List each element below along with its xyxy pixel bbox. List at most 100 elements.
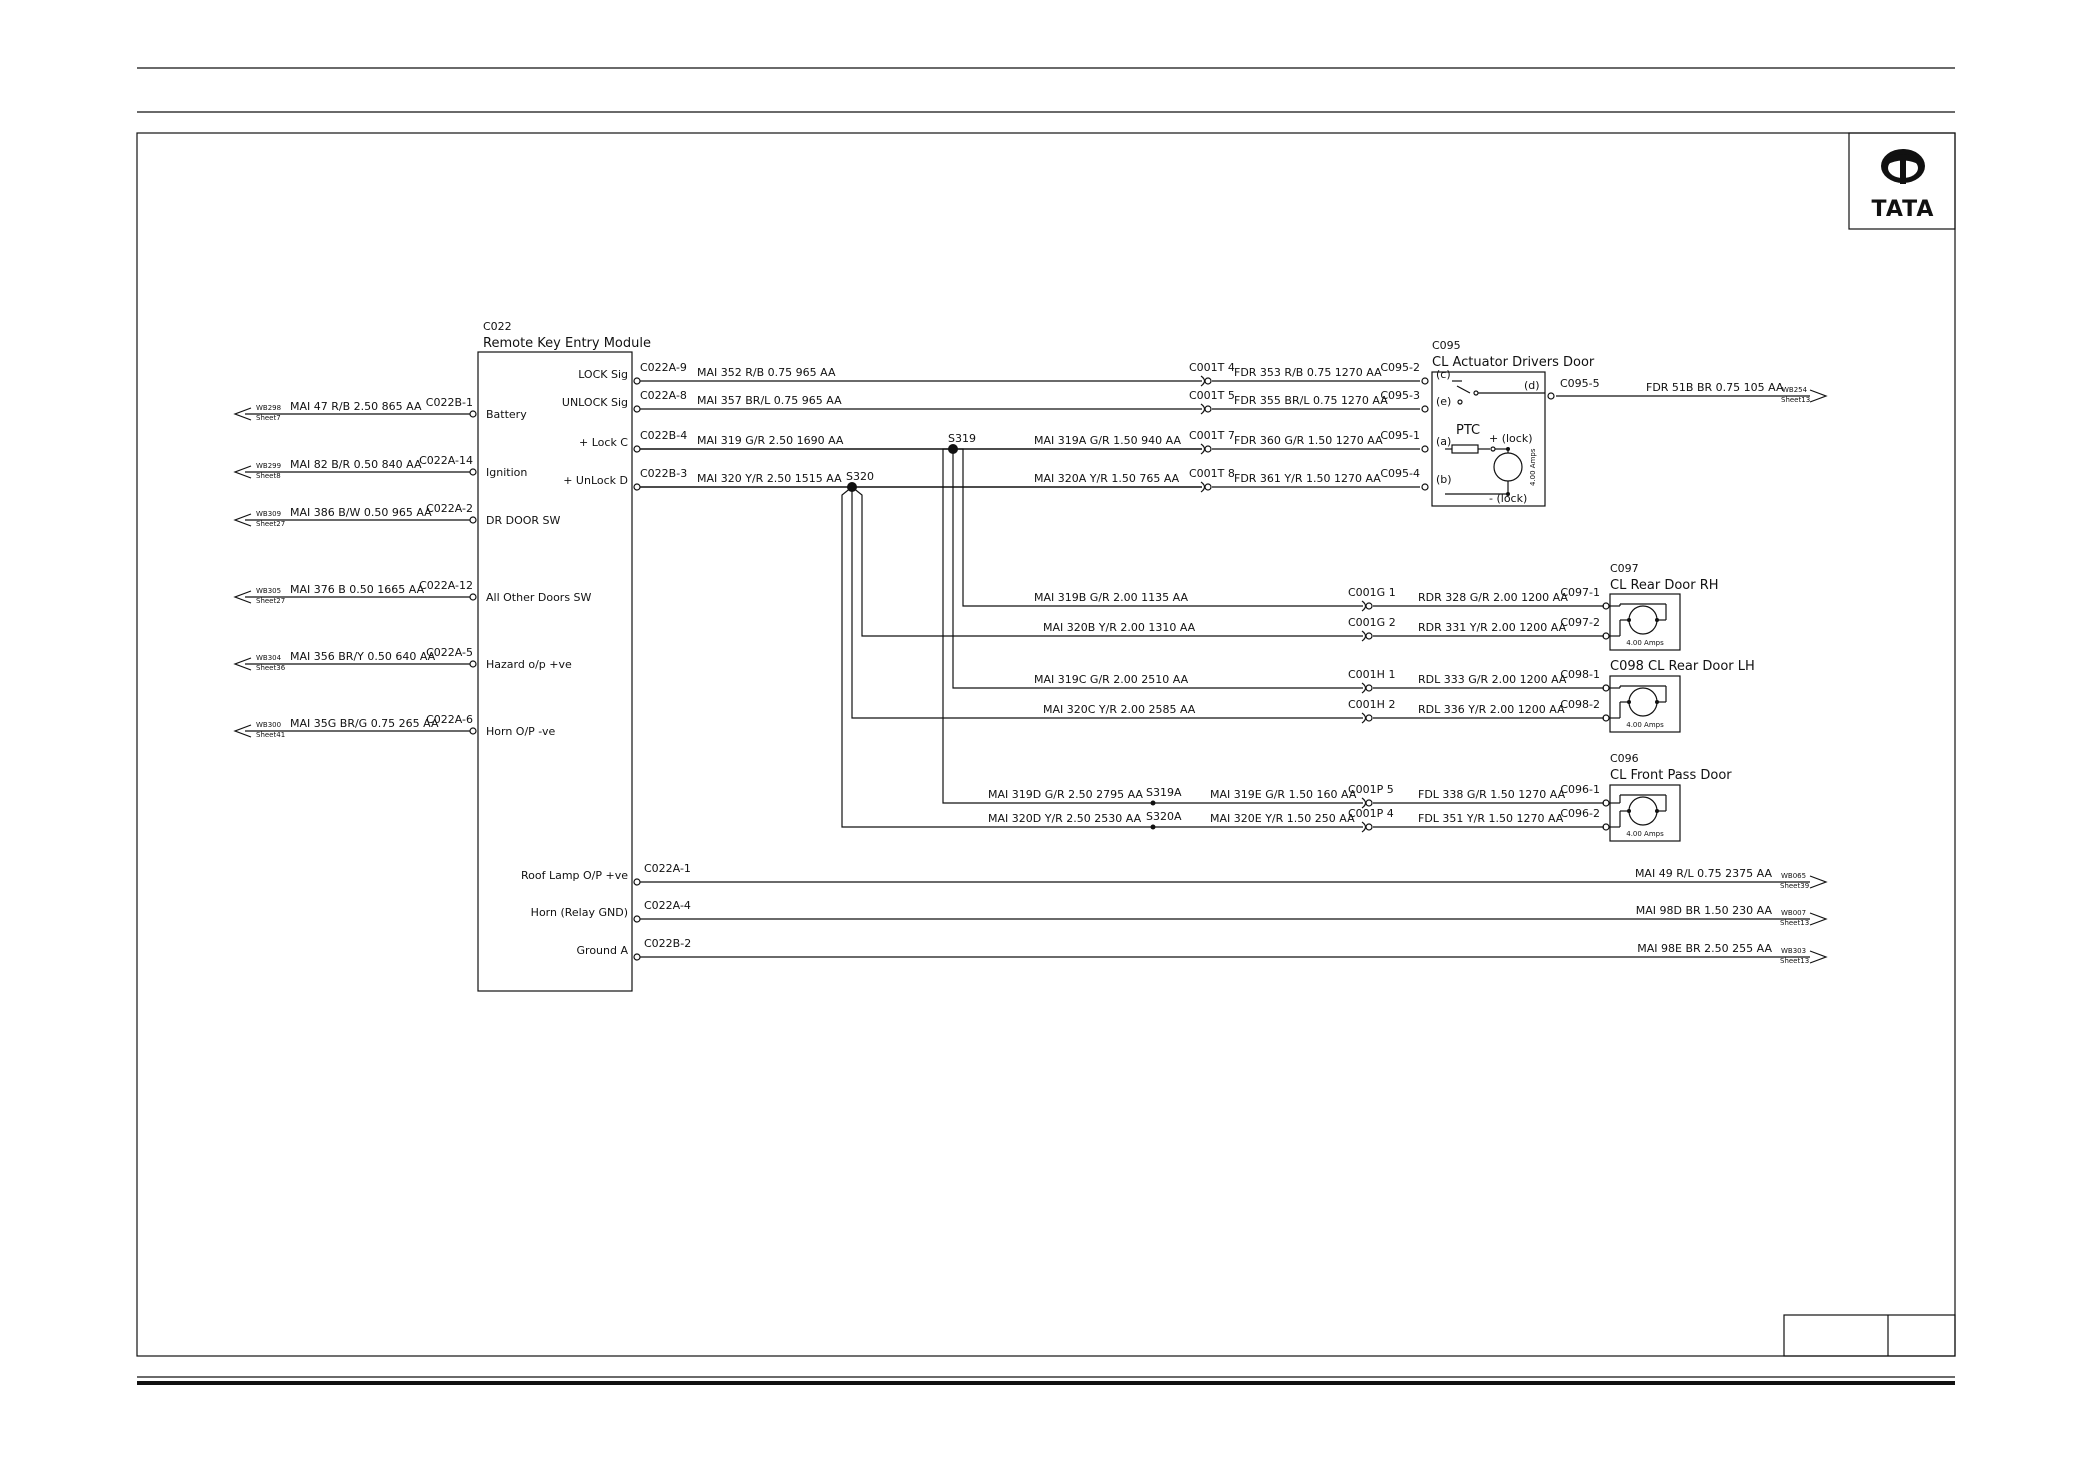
- left-wire-pin: [469, 660, 477, 668]
- driver-wire-door: FDR 353 R/B 0.75 1270 AA: [1234, 366, 1382, 379]
- left-wire-sheet: Sheet36: [256, 664, 286, 672]
- module-right-pin-dot: [633, 915, 641, 923]
- driver-wire-mid: MAI 320A Y/R 1.50 765 AA: [1034, 472, 1180, 485]
- rear-lh-inline-connector-icon: [1361, 712, 1373, 724]
- splice-s319a-dot: [1150, 800, 1156, 806]
- left-wire-ref: WB305: [256, 587, 281, 595]
- driver-wire-door: FDR 355 BR/L 0.75 1270 AA: [1234, 394, 1388, 407]
- left-wire-ref: WB309: [256, 510, 281, 518]
- actuator-driver-title: CL Actuator Drivers Door: [1432, 355, 1595, 370]
- left-wire-ref: WB300: [256, 721, 281, 729]
- module-right-pin-dot: [633, 483, 641, 491]
- splice-s320-label: S320: [846, 470, 874, 483]
- bottom-wire-spec: MAI 98D BR 1.50 230 AA: [1636, 904, 1773, 917]
- right-arrow-icon: [1809, 950, 1828, 964]
- module-right-pin-label: LOCK Sig: [578, 368, 628, 381]
- actuator-pin-b: (b): [1436, 473, 1452, 486]
- actuator-switch-icon: [1452, 380, 1545, 405]
- left-wire-sheet: Sheet7: [256, 414, 281, 422]
- driver-door-actuator: C095 CL Actuator Drivers Door (c) (e) (a…: [1431, 339, 1828, 507]
- front-pass-wire-dest: C096-1: [1560, 783, 1600, 796]
- left-arrow-icon: [233, 657, 252, 671]
- module-pin-label: Horn O/P -ve: [486, 725, 555, 738]
- driver-inline-connector-icon: [1200, 403, 1212, 415]
- module-right-pin-connector: C022A-9: [640, 361, 687, 374]
- splice-s319-label: S319: [948, 432, 976, 445]
- module-right-pin-dot: [633, 405, 641, 413]
- actuator-pin-d: (d): [1524, 379, 1540, 392]
- rear-rh-dest-pin: [1602, 632, 1610, 640]
- front-pass-amps: 4.00 Amps: [1626, 830, 1664, 838]
- rear-rh-inline-connector-icon: [1361, 630, 1373, 642]
- module-right-pin-connector: C022A-8: [640, 389, 687, 402]
- splice-s319a-label: S319A: [1146, 786, 1182, 799]
- tata-logo: TATA: [1848, 132, 1956, 230]
- rear-lh-wire-door: RDL 336 Y/R 2.00 1200 AA: [1418, 703, 1565, 716]
- bottom-wire-spec: MAI 98E BR 2.50 255 AA: [1637, 942, 1772, 955]
- driver-wire-main: MAI 319 G/R 2.50 1690 AA: [697, 434, 844, 447]
- splices: S319 S320 S319A S320A: [846, 432, 1182, 830]
- splice-s319-dot: [948, 444, 958, 454]
- tata-emblem-icon: [1881, 149, 1925, 184]
- rear-lh-wire-dest: C098-1: [1560, 668, 1600, 681]
- left-wire-ref: WB299: [256, 462, 281, 470]
- driver-wire-main: MAI 352 R/B 0.75 965 AA: [697, 366, 836, 379]
- splice-s320-dot: [847, 482, 857, 492]
- front-pass-dest-pin: [1602, 823, 1610, 831]
- actuator-lock-plus: + (lock): [1489, 432, 1533, 445]
- rear-rh-dest-pin: [1602, 602, 1610, 610]
- driver-wire-door: FDR 361 Y/R 1.50 1270 AA: [1234, 472, 1381, 485]
- module-id: C022: [483, 320, 512, 333]
- left-wire-ref: WB298: [256, 404, 281, 412]
- driver-inline-connector-icon: [1200, 443, 1212, 455]
- module-right-pin-1: LOCK Sig C022A-9: [578, 361, 687, 385]
- module-right-pin-connector: C022A-4: [644, 899, 691, 912]
- left-wire-pin: [469, 516, 477, 524]
- front-pass-title: CL Front Pass Door: [1610, 768, 1732, 783]
- front-pass-wire-connector: C001P 4: [1348, 807, 1394, 820]
- left-wire-spec: MAI 386 B/W 0.50 965 AA: [290, 506, 432, 519]
- left-wire-pin: [469, 410, 477, 418]
- bottom-wire-spec: MAI 49 R/L 0.75 2375 AA: [1635, 867, 1773, 880]
- actuator-out-pin: [1547, 392, 1555, 400]
- driver-inline-connector-icon: [1200, 481, 1212, 493]
- module-title: Remote Key Entry Module: [483, 336, 651, 351]
- left-wire-pin: [469, 468, 477, 476]
- splice-s320a-label: S320A: [1146, 810, 1182, 823]
- title-block: [1783, 1314, 1956, 1357]
- bottom-wire-sheet: Sheet13: [1780, 957, 1809, 965]
- left-wire-sheet: Sheet27: [256, 520, 285, 528]
- left-wire-connector: C022A-2: [426, 502, 473, 515]
- module-right-pin-connector: C022A-1: [644, 862, 691, 875]
- actuator-amps: 4.00 Amps: [1529, 448, 1537, 486]
- left-wire-spec: MAI 35G BR/G 0.75 265 AA: [290, 717, 439, 730]
- bottom-wire-ref: WB007: [1781, 909, 1806, 917]
- module-right-pin-label: + Lock C: [579, 436, 628, 449]
- rear-rh-wire-door: RDR 331 Y/R 2.00 1200 AA: [1418, 621, 1567, 634]
- left-wire-connector: C022A-5: [426, 646, 473, 659]
- left-wire-pin: [469, 593, 477, 601]
- rear-rh-wire-connector: C001G 2: [1348, 616, 1396, 629]
- left-wire-connector: C022A-6: [426, 713, 473, 726]
- actuator-out-wire: FDR 51B BR 0.75 105 AA: [1646, 381, 1784, 394]
- logo-wordmark: TATA: [1872, 197, 1935, 222]
- rear-lh-dest-pin: [1602, 714, 1610, 722]
- right-arrow-icon: [1809, 912, 1828, 926]
- module-right-pin-label: + UnLock D: [563, 474, 628, 487]
- driver-wire-dest-pin: [1421, 445, 1429, 453]
- front-pass-wire-mid: MAI 319E G/R 1.50 160 AA: [1210, 788, 1357, 801]
- bottom-wire-ref: WB303: [1781, 947, 1806, 955]
- rear-door-rh-actuator: C097 CL Rear Door RH: [1609, 562, 1719, 651]
- driver-wire-dest: C095-2: [1380, 361, 1420, 374]
